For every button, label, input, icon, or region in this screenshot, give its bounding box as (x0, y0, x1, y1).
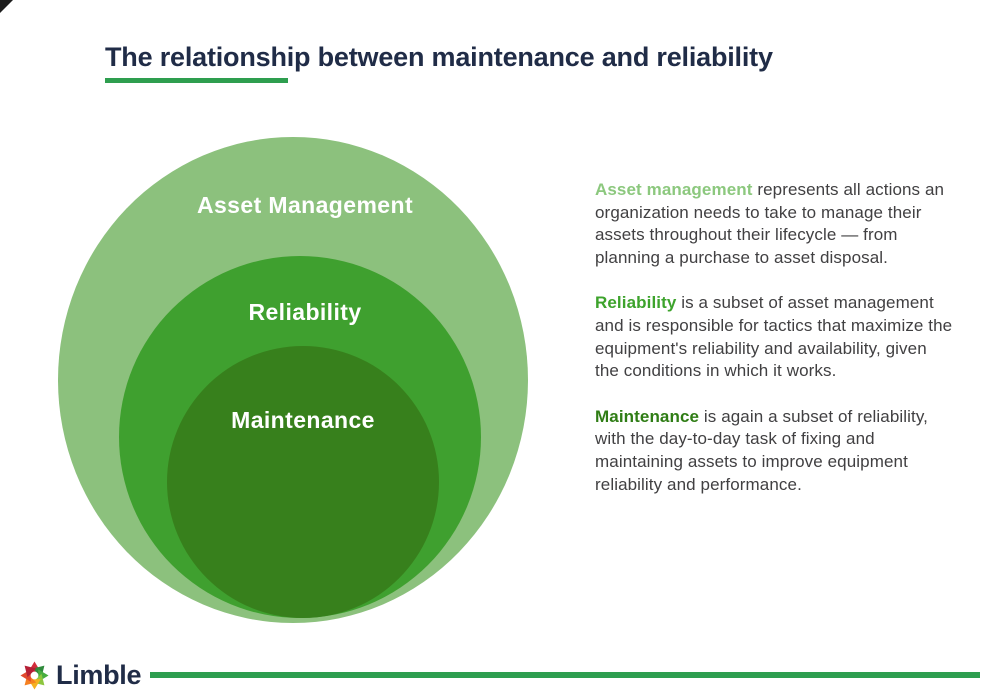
description-column: Asset management represents all actions … (595, 179, 953, 519)
logo-center (30, 671, 39, 679)
paragraph-body-maintenance: is again a subset of reliability, with t… (595, 406, 929, 494)
asset-management-label: Asset Management (196, 192, 414, 218)
paragraph-maintenance: Maintenance is again a subset of reliabi… (595, 406, 953, 496)
maintenance-circle (167, 346, 439, 618)
paragraph-lead-reliability: Reliability (595, 293, 677, 313)
limble-logo-icon (20, 660, 49, 690)
paragraph-lead-maintenance: Maintenance (595, 406, 700, 426)
footer: Limble (18, 655, 980, 695)
logo-petal (24, 665, 37, 677)
paragraph-reliability: Reliability is a subset of asset managem… (595, 292, 953, 382)
reliability-label: Reliability (248, 299, 362, 325)
paragraph-asset-management: Asset management represents all actions … (595, 179, 953, 269)
footer-divider-line (150, 672, 980, 678)
maintenance-label: Maintenance (231, 407, 375, 433)
title-underline (105, 78, 288, 83)
paragraph-body-asset-management: represents all actions an organization n… (595, 180, 945, 267)
corner-fold (0, 0, 13, 13)
paragraph-lead-asset-management: Asset management (595, 180, 753, 199)
limble-wordmark: Limble (56, 659, 142, 690)
paragraph-body-reliability: is a subset of asset management and is r… (595, 293, 953, 381)
page-title: The relationship between maintenance and… (105, 42, 773, 72)
